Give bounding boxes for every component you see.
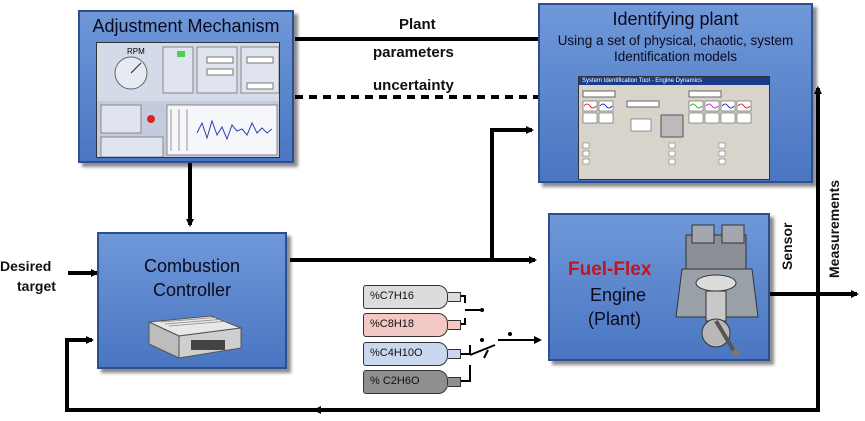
adjustment-dashboard-screenshot: RPM [96,42,280,158]
fuel-label-c2h6o: % C2H6O [370,375,420,387]
rpm-label: RPM [127,47,145,56]
controller-to-identify-arrow [490,126,534,260]
adjustment-mechanism-title: Adjustment Mechanism [92,16,280,36]
fuel-bottle-c8h18: %C8H18 [363,313,461,337]
controller-unit-image [147,315,243,359]
fuel-label-c4h10o: %C4H10O [370,347,423,359]
combustion-controller-title-line2: Controller [152,280,232,300]
measurements-label: Measurements [826,179,842,278]
plant-label: Plant [399,16,436,33]
identifying-plant-box: Identifying plant Using a set of physica… [538,3,813,183]
combustion-controller-box: Combustion Controller [97,232,287,369]
fuel-flex-engine-box: Fuel-Flex Engine (Plant) [548,213,770,361]
sysid-window-titlebar: System Identification Tool - Engine Dyna… [579,77,769,85]
feedback-loop-line [65,294,820,412]
engine-label: Engine [590,285,647,305]
system-identification-tool-screenshot: System Identification Tool - Engine Dyna… [578,76,770,180]
parameters-label: parameters [373,44,454,61]
uncertainty-label: uncertainty [373,77,454,94]
combustion-controller-title-line1: Combustion [143,256,241,276]
desired-label: Desired [0,258,52,274]
fuel-label-c8h18: %C8H18 [370,318,415,330]
identifying-plant-title: Identifying plant [612,9,739,29]
fuel-bottle-c4h10o: %C4H10O [363,342,461,366]
fuel-label-c7h16: %C7H16 [370,290,415,302]
engine-plant-label: (Plant) [588,309,642,329]
identifying-plant-subtitle: Using a set of physical, chaotic, system… [557,33,794,64]
sensor-label: Sensor [779,222,795,270]
fuel-bottle-c7h16: %C7H16 [363,285,461,309]
engine-brand-label: Fuel-Flex [568,259,652,280]
fuel-bottle-c2h6o: % C2H6O [363,370,461,394]
target-label: target [17,278,56,294]
adjustment-mechanism-box: Adjustment Mechanism RPM [78,10,294,163]
engine-image [675,224,759,357]
